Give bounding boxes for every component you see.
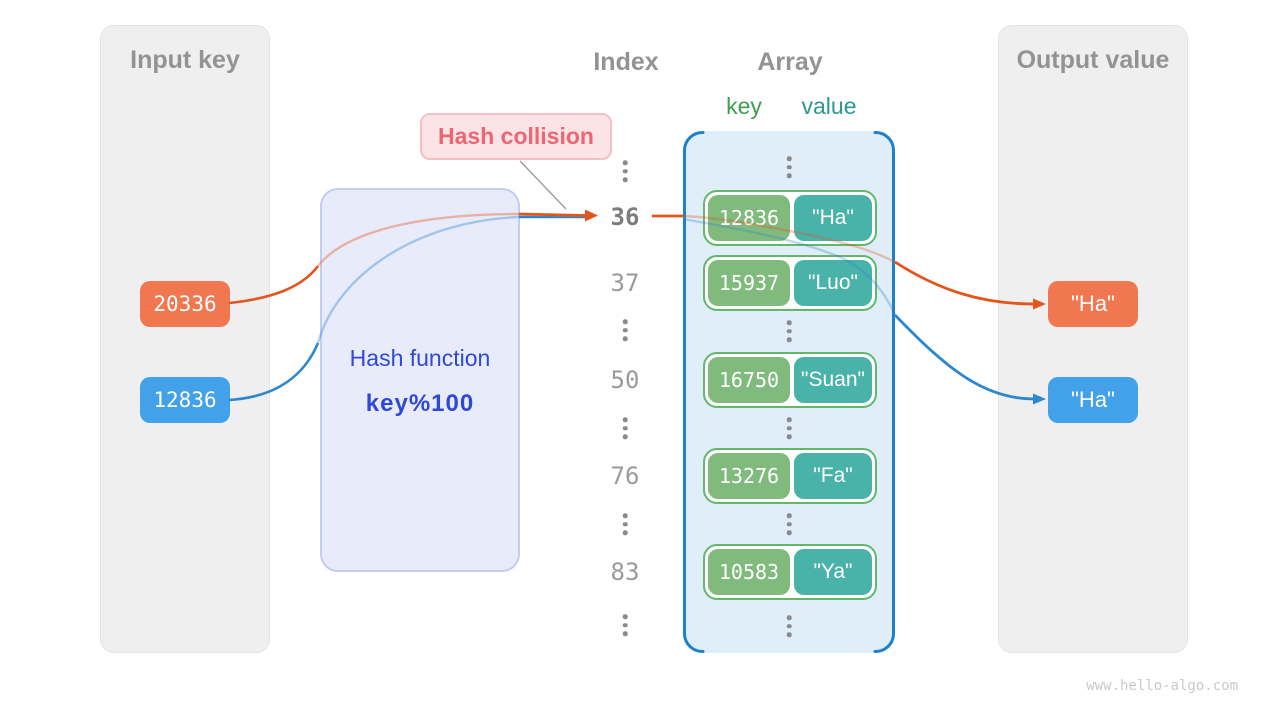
key-cell: 10583 bbox=[708, 549, 790, 595]
index-value: 36 bbox=[610, 203, 640, 231]
hash-collision-label: Hash collision bbox=[420, 113, 612, 160]
value-cell: "Fa" bbox=[794, 453, 872, 499]
value-header: value bbox=[801, 93, 857, 119]
orange-key-arrow bbox=[518, 212, 587, 217]
arrowhead-icon bbox=[585, 209, 598, 222]
key-cell: 15937 bbox=[708, 260, 790, 306]
value-cell: "Ya" bbox=[794, 549, 872, 595]
input-key-title: Input key bbox=[130, 46, 240, 74]
output-value-panel: Output value bbox=[998, 25, 1188, 653]
output-value-badge: "Ha" bbox=[1048, 281, 1138, 327]
output-value-badge: "Ha" bbox=[1048, 377, 1138, 423]
array-row: 13276 "Fa" bbox=[703, 448, 877, 504]
ellipsis-icon bbox=[622, 319, 628, 341]
hash-function-box: Hash function key%100 bbox=[320, 188, 520, 572]
index-value: 50 bbox=[610, 366, 640, 394]
ellipsis-icon bbox=[622, 160, 628, 182]
collision-pointer-line bbox=[519, 160, 567, 210]
ellipsis-icon bbox=[786, 156, 792, 178]
ellipsis-icon bbox=[622, 417, 628, 439]
value-cell: "Ha" bbox=[794, 195, 872, 241]
ellipsis-icon bbox=[622, 513, 628, 535]
ellipsis-icon bbox=[786, 615, 792, 637]
value-cell: "Suan" bbox=[794, 357, 872, 403]
key-cell: 16750 bbox=[708, 357, 790, 403]
hash-function-formula: key%100 bbox=[365, 390, 475, 417]
array-column-title: Array bbox=[757, 48, 823, 76]
ellipsis-icon bbox=[786, 417, 792, 439]
array-row: 10583 "Ya" bbox=[703, 544, 877, 600]
ellipsis-icon bbox=[786, 320, 792, 342]
key-cell: 13276 bbox=[708, 453, 790, 499]
index-value: 37 bbox=[610, 269, 640, 297]
array-row: 15937 "Luo" bbox=[703, 255, 877, 311]
key-cell: 12836 bbox=[708, 195, 790, 241]
input-key-panel: Input key bbox=[100, 25, 270, 653]
hash-function-label: Hash function bbox=[349, 345, 491, 371]
site-watermark: www.hello-algo.com bbox=[1086, 678, 1238, 694]
ellipsis-icon bbox=[622, 614, 628, 636]
input-key-badge: 20336 bbox=[140, 281, 230, 327]
index-value: 83 bbox=[610, 558, 640, 586]
index-column-title: Index bbox=[593, 48, 659, 76]
output-value-title: Output value bbox=[1016, 46, 1170, 74]
array-row: 16750 "Suan" bbox=[703, 352, 877, 408]
index-value: 76 bbox=[610, 462, 640, 490]
value-cell: "Luo" bbox=[794, 260, 872, 306]
ellipsis-icon bbox=[786, 513, 792, 535]
array-row: 12836 "Ha" bbox=[703, 190, 877, 246]
input-key-badge: 12836 bbox=[140, 377, 230, 423]
key-header: key bbox=[726, 93, 762, 119]
